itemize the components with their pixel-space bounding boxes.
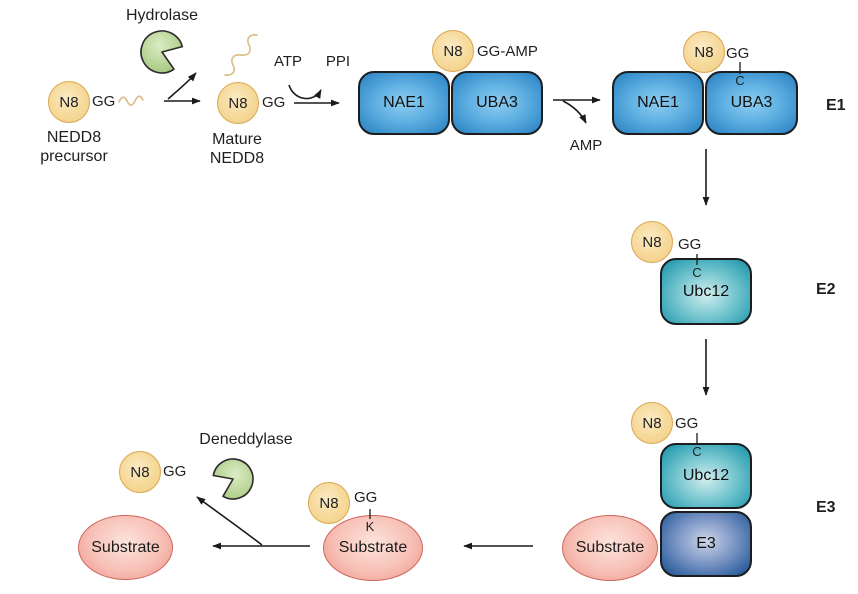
deneddylase-label: Deneddylase	[199, 431, 293, 448]
uba3-label: UBA3	[730, 94, 773, 111]
arrow-tail-release	[167, 72, 197, 100]
n8-on-substrate: N8	[308, 482, 350, 524]
n8-on-e3-complex: N8	[631, 402, 673, 444]
e1-cysteine-label: C	[735, 73, 745, 88]
n8-label: N8	[694, 43, 714, 61]
arrow-amp-release	[562, 100, 587, 124]
arrow-atp-to-ppi	[288, 84, 322, 100]
ubc12-box-e3-complex: Ubc12	[660, 443, 752, 509]
e3-ligase-label: E3	[696, 535, 716, 552]
stage-label-e1: E1	[826, 97, 846, 114]
e2-cysteine-label: C	[692, 265, 702, 280]
n8-label: N8	[642, 233, 662, 251]
nae1-label: NAE1	[637, 94, 679, 111]
stage-label-e2: E2	[816, 281, 836, 298]
ubc12-label: Ubc12	[682, 282, 730, 300]
gg-amp-label: GG-AMP	[477, 43, 538, 60]
atp-label: ATP	[273, 53, 303, 70]
precursor-caption: NEDD8 precursor	[14, 128, 134, 166]
mature-caption: Mature NEDD8	[177, 130, 297, 168]
e1-gg-label: GG	[726, 45, 750, 62]
n8-on-e1-loaded: N8	[432, 30, 474, 72]
precursor-tail-squiggle	[118, 95, 144, 106]
n8-label: N8	[443, 42, 463, 60]
ubc12-box-e2: Ubc12	[660, 258, 752, 325]
nae1-label: NAE1	[383, 94, 425, 111]
arrow-n8-release	[196, 496, 263, 546]
uba3-label: UBA3	[476, 94, 518, 111]
n8-label: N8	[130, 463, 150, 481]
stage-label-e3: E3	[816, 499, 836, 516]
n8-label: N8	[59, 93, 79, 111]
hydrolase-label: Hydrolase	[125, 7, 199, 24]
n8-mature-circle: N8	[217, 82, 259, 124]
ppi-label: PPI	[325, 53, 351, 70]
n8-precursor-circle: N8	[48, 81, 90, 123]
lysine-label: K	[365, 519, 375, 534]
substrate-ellipse-e3: Substrate	[562, 515, 658, 581]
hydrolase-enzyme-icon	[140, 30, 184, 74]
conjugate-gg-label: GG	[354, 489, 378, 506]
ubc12-label: Ubc12	[682, 467, 730, 484]
n8-released-circle: N8	[119, 451, 161, 493]
substrate-label: Substrate	[338, 539, 408, 556]
e3-gg-label: GG	[675, 415, 699, 432]
released-gg-label: GG	[163, 463, 187, 480]
mature-caption-line1: Mature	[212, 131, 262, 148]
precursor-caption-line2: precursor	[40, 148, 108, 165]
n8-label: N8	[228, 94, 248, 112]
substrate-label: Substrate	[91, 538, 160, 556]
substrate-ellipse-free: Substrate	[78, 515, 173, 580]
uba3-subunit-loaded: UBA3	[451, 71, 543, 135]
mature-caption-line2: NEDD8	[209, 150, 265, 167]
uba3-subunit-thioester: UBA3	[705, 71, 798, 135]
e3-cysteine-label: C	[692, 444, 702, 459]
nae1-subunit-thioester: NAE1	[612, 71, 704, 135]
substrate-ellipse-neddylated: Substrate	[323, 515, 423, 581]
mature-gg-label: GG	[262, 94, 286, 111]
nae1-subunit-loaded: NAE1	[358, 71, 450, 135]
e2-gg-label: GG	[678, 236, 702, 253]
cleaved-tail-squiggle	[224, 34, 258, 76]
n8-label: N8	[319, 494, 339, 512]
n8-label: N8	[642, 414, 662, 432]
n8-on-e1-thioester: N8	[683, 31, 725, 73]
amp-label: AMP	[569, 137, 603, 154]
substrate-label: Substrate	[575, 539, 645, 556]
precursor-gg-label: GG	[92, 93, 116, 110]
n8-on-e2: N8	[631, 221, 673, 263]
precursor-caption-line1: NEDD8	[46, 129, 102, 146]
e3-ligase-box: E3	[660, 511, 752, 577]
deneddylase-enzyme-icon	[212, 458, 254, 500]
